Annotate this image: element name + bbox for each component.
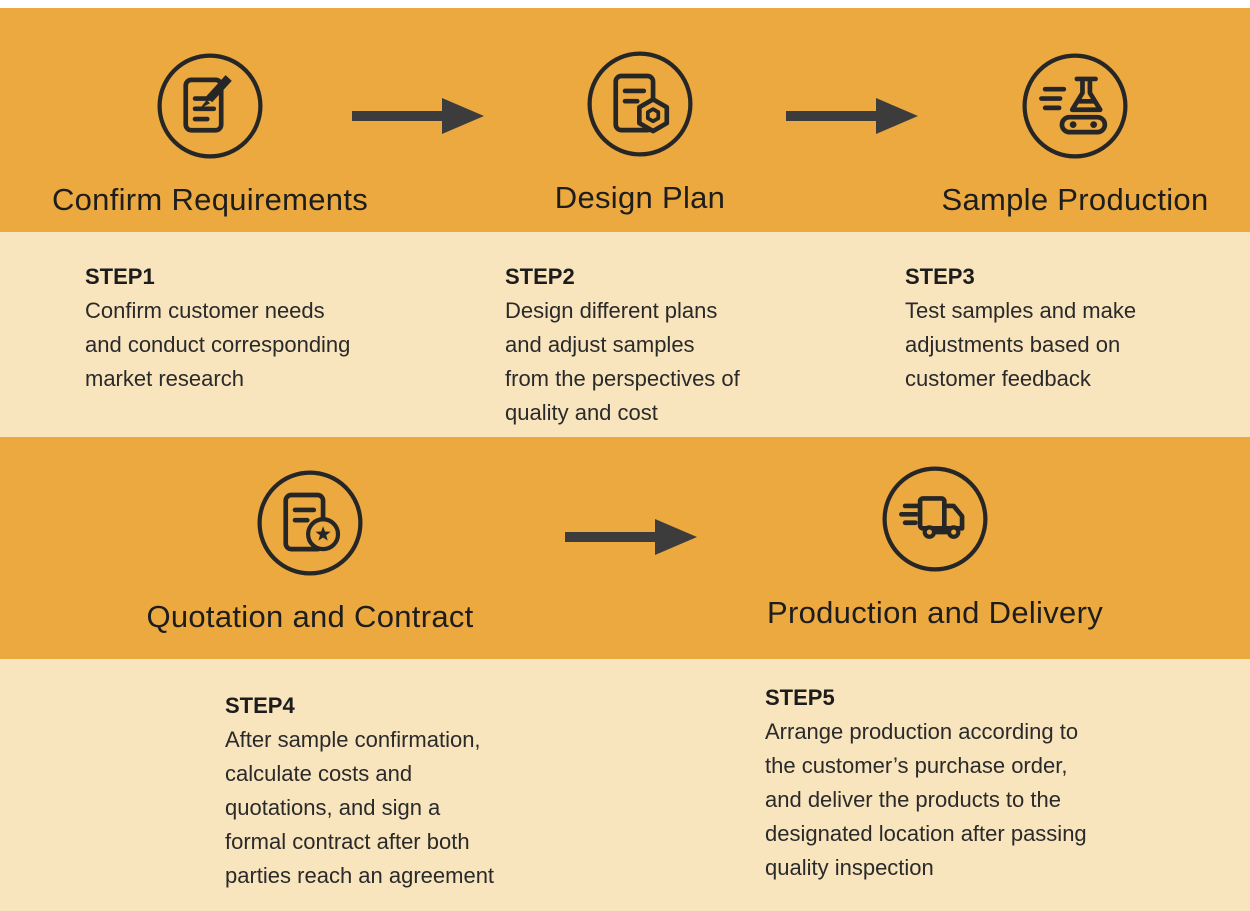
step5-title: STEP5 — [765, 685, 835, 710]
flow-row-2-details: STEP4 After sample confirmation, calcula… — [0, 659, 1250, 911]
arrow-right-icon — [786, 94, 918, 138]
step2-text: Design different plans and adjust sample… — [505, 298, 740, 425]
arrow-right-icon — [352, 94, 484, 138]
step5-description: STEP5 Arrange production according to th… — [765, 681, 1145, 885]
design-plan-icon — [584, 48, 696, 160]
stage-label-quotation-and-contract: Quotation and Contract — [146, 599, 474, 634]
flow-row-1-details: STEP1 Confirm customer needs and conduct… — [0, 232, 1250, 437]
flow-row-1: Confirm Requirements Design Plan — [0, 8, 1250, 232]
step1-title: STEP1 — [85, 264, 155, 289]
step4-title: STEP4 — [225, 693, 295, 718]
edit-document-icon — [154, 50, 266, 162]
step3-text: Test samples and make adjustments based … — [905, 298, 1137, 391]
step2-title: STEP2 — [505, 264, 575, 289]
contract-star-icon — [254, 467, 366, 579]
stage-sample-production: Sample Production — [915, 50, 1235, 218]
step4-description: STEP4 After sample confirmation, calcula… — [225, 689, 560, 893]
stage-design-plan: Design Plan — [490, 48, 790, 216]
step4-text: After sample confirmation, calculate cos… — [225, 727, 495, 888]
stage-confirm-requirements: Confirm Requirements — [30, 50, 390, 218]
sample-production-icon — [1019, 50, 1131, 162]
step3-description: STEP3 Test samples and make adjustments … — [905, 260, 1220, 396]
stage-quotation-and-contract: Quotation and Contract — [146, 467, 473, 635]
stage-label-sample-production: Sample Production — [941, 182, 1209, 217]
step3-title: STEP3 — [905, 264, 975, 289]
step1-text: Confirm customer needs and conduct corre… — [85, 298, 351, 391]
stage-production-and-delivery: Production and Delivery — [760, 463, 1110, 631]
arrow-right-icon — [565, 515, 697, 559]
stage-label-confirm-requirements: Confirm Requirements — [51, 182, 369, 217]
delivery-truck-icon — [879, 463, 991, 575]
step1-description: STEP1 Confirm customer needs and conduct… — [85, 260, 415, 396]
step2-description: STEP2 Design different plans and adjust … — [505, 260, 825, 430]
step5-text: Arrange production according to the cust… — [765, 719, 1087, 880]
stage-label-design-plan: Design Plan — [554, 180, 726, 215]
flow-row-2: Quotation and Contract — [0, 437, 1250, 659]
stage-label-production-and-delivery: Production and Delivery — [766, 595, 1104, 630]
